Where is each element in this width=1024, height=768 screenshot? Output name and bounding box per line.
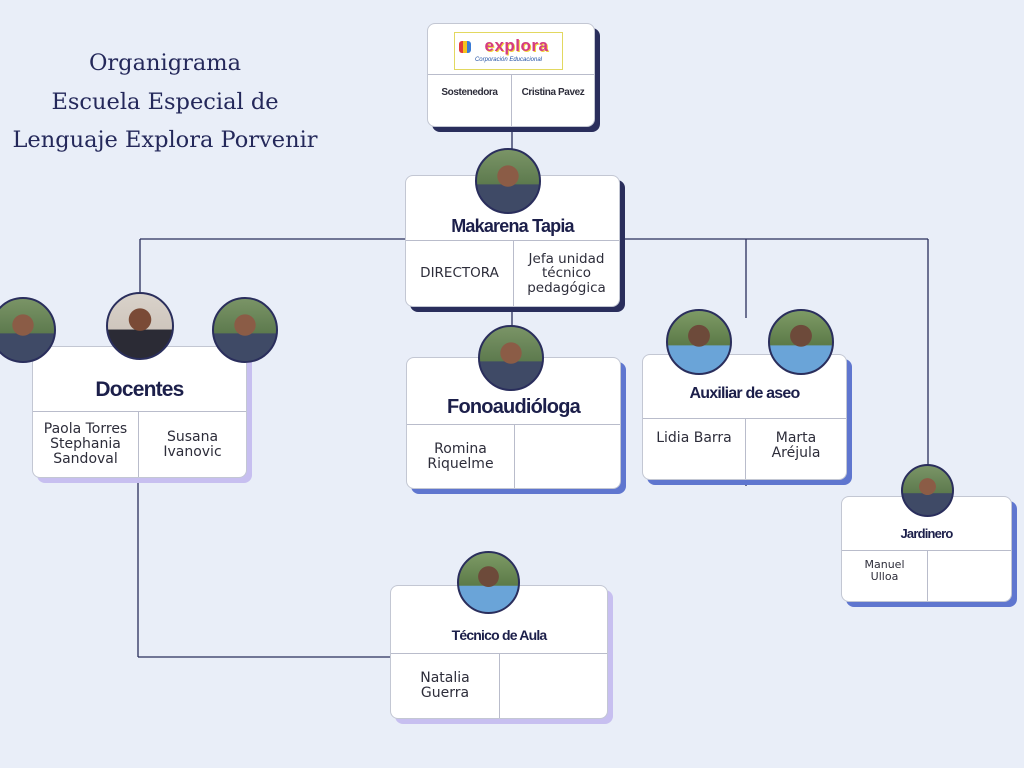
jardinero-avatar: [901, 464, 954, 517]
director-role2-cell: Jefa unidad técnico pedagógica: [514, 241, 619, 306]
cell-divider: [514, 425, 515, 488]
cell-divider: [138, 412, 139, 477]
cell-divider: [511, 75, 512, 126]
sostenedora-name-cell: Cristina Pavez: [512, 83, 594, 103]
diagram-title: Organigrama Escuela Especial de Lenguaje…: [0, 44, 330, 160]
director-avatar: [475, 148, 541, 214]
auxiliar-avatar-1: [666, 309, 732, 375]
auxiliar-col1: Lidia Barra: [656, 430, 732, 446]
fonoaudiologa-row: Romina Riquelme: [407, 424, 620, 488]
docentes-col2-cell: Susana Ivanovic: [139, 412, 246, 477]
tecnico-row: Natalia Guerra: [391, 653, 607, 718]
sostenedora-row: Sostenedora Cristina Pavez: [428, 74, 594, 126]
director-role-cell: DIRECTORA: [406, 241, 513, 306]
title-line-2: Escuela Especial de: [51, 88, 279, 115]
director-role: DIRECTORA: [420, 265, 499, 282]
director-row: DIRECTORA Jefa unidad técnico pedagógica: [406, 240, 619, 306]
docentes-col2: Susana Ivanovic: [163, 428, 222, 460]
director-name: Makarena Tapia: [451, 216, 574, 236]
auxiliar-col2: Marta Aréjula: [771, 430, 821, 461]
sostenedora-role-cell: Sostenedora: [428, 83, 511, 103]
auxiliar-col2-cell: Marta Aréjula: [746, 431, 846, 461]
auxiliar-title: Auxiliar de aseo: [689, 385, 801, 402]
cell-divider: [927, 551, 928, 601]
fonoaudiologa-avatar: [478, 325, 544, 391]
tecnico-col1-cell: Natalia Guerra: [391, 654, 499, 718]
tecnico-card: Técnico de Aula Natalia Guerra: [390, 585, 608, 719]
auxiliar-avatar-2: [768, 309, 834, 375]
docente-avatar-3: [212, 297, 278, 363]
jardinero-row: Manuel Ulloa: [842, 550, 1011, 601]
cell-divider: [513, 241, 514, 306]
tecnico-col1: Natalia Guerra: [420, 670, 470, 701]
sostenedora-name: Cristina Pavez: [521, 86, 585, 98]
docentes-row: Paola Torres Stephania Sandoval Susana I…: [33, 411, 246, 477]
auxiliar-row: Lidia Barra Marta Aréjula: [643, 418, 846, 479]
director-role2: Jefa unidad técnico pedagógica: [527, 250, 606, 296]
cell-divider: [745, 419, 746, 479]
jardinero-title: Jardinero: [900, 526, 953, 541]
logo-brand: explora: [484, 36, 549, 55]
docentes-col1-cell: Paola Torres Stephania Sandoval: [33, 412, 138, 477]
jardinero-col1-cell: Manuel Ulloa: [842, 557, 927, 585]
docentes-title: Docentes: [95, 378, 184, 401]
auxiliar-col1-cell: Lidia Barra: [643, 431, 745, 446]
logo-mark-icon: [459, 41, 471, 53]
fonoaudiologa-col1: Romina Riquelme: [427, 440, 494, 472]
auxiliar-card: Auxiliar de aseo Lidia Barra Marta Aréju…: [642, 354, 847, 480]
docentes-col1: Paola Torres Stephania Sandoval: [43, 421, 128, 467]
logo-tagline: Corporación Educacional: [474, 57, 543, 63]
docentes-card: Docentes Paola Torres Stephania Sandoval…: [32, 346, 247, 478]
title-line-3: Lenguaje Explora Porvenir: [12, 127, 318, 153]
cell-divider: [499, 654, 500, 718]
explora-logo: explora Corporación Educacional: [454, 32, 563, 70]
fonoaudiologa-title: Fonoaudióloga: [447, 396, 581, 418]
docente-avatar-2: [106, 292, 174, 360]
docente-avatar-1: [0, 297, 56, 363]
title-line-1: Organigrama: [88, 50, 242, 76]
jardinero-col1: Manuel Ulloa: [864, 558, 905, 583]
fonoaudiologa-col1-cell: Romina Riquelme: [407, 425, 514, 488]
sostenedora-role: Sostenedora: [441, 86, 498, 98]
tecnico-title: Técnico de Aula: [451, 627, 548, 643]
director-card: Makarena Tapia DIRECTORA Jefa unidad téc…: [405, 175, 620, 307]
tecnico-avatar: [457, 551, 520, 614]
